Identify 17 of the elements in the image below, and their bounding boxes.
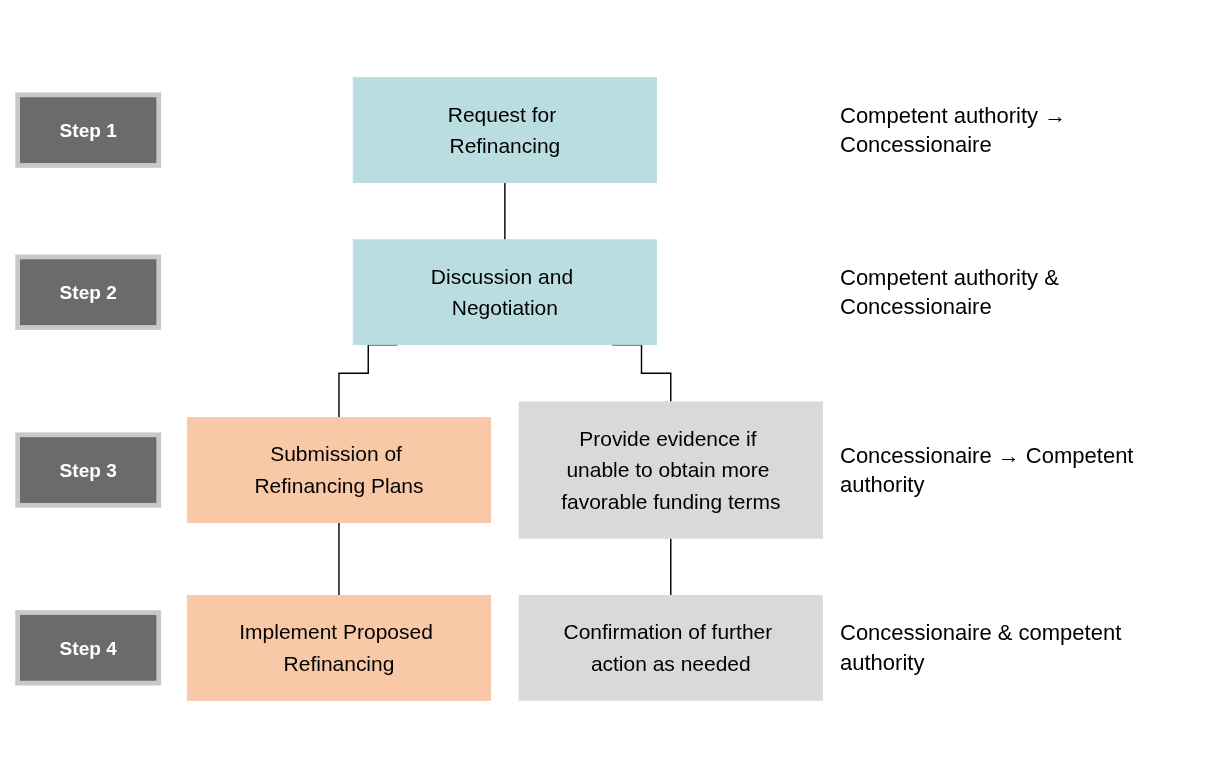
role-note: Concessionaire & competent authority [840,619,1123,678]
node-box: Step 3 [15,432,162,508]
connector [504,181,506,241]
connector [338,521,340,597]
node-box: Step 4 [15,610,162,686]
node-box: Provide evidence if unable to obtain more favorable funding terms [518,401,823,539]
node-box: Implement Proposed Refinancing [186,594,492,701]
role-note: Concessionaire → Competent authority [840,441,1135,500]
node-box: Step 2 [15,254,162,330]
node-box: Discussion and Negotiation [352,239,657,346]
node-box: Request for Refinancing [352,77,657,184]
node-box: Submission of Refinancing Plans [186,417,492,523]
role-note: Competent authority → Concessionaire [840,101,1068,160]
connector [670,537,672,597]
node-box: Step 1 [15,92,162,168]
node-box: Confirmation of further action as needed [518,594,823,701]
role-note: Competent authority & Concessionaire [840,263,1060,322]
